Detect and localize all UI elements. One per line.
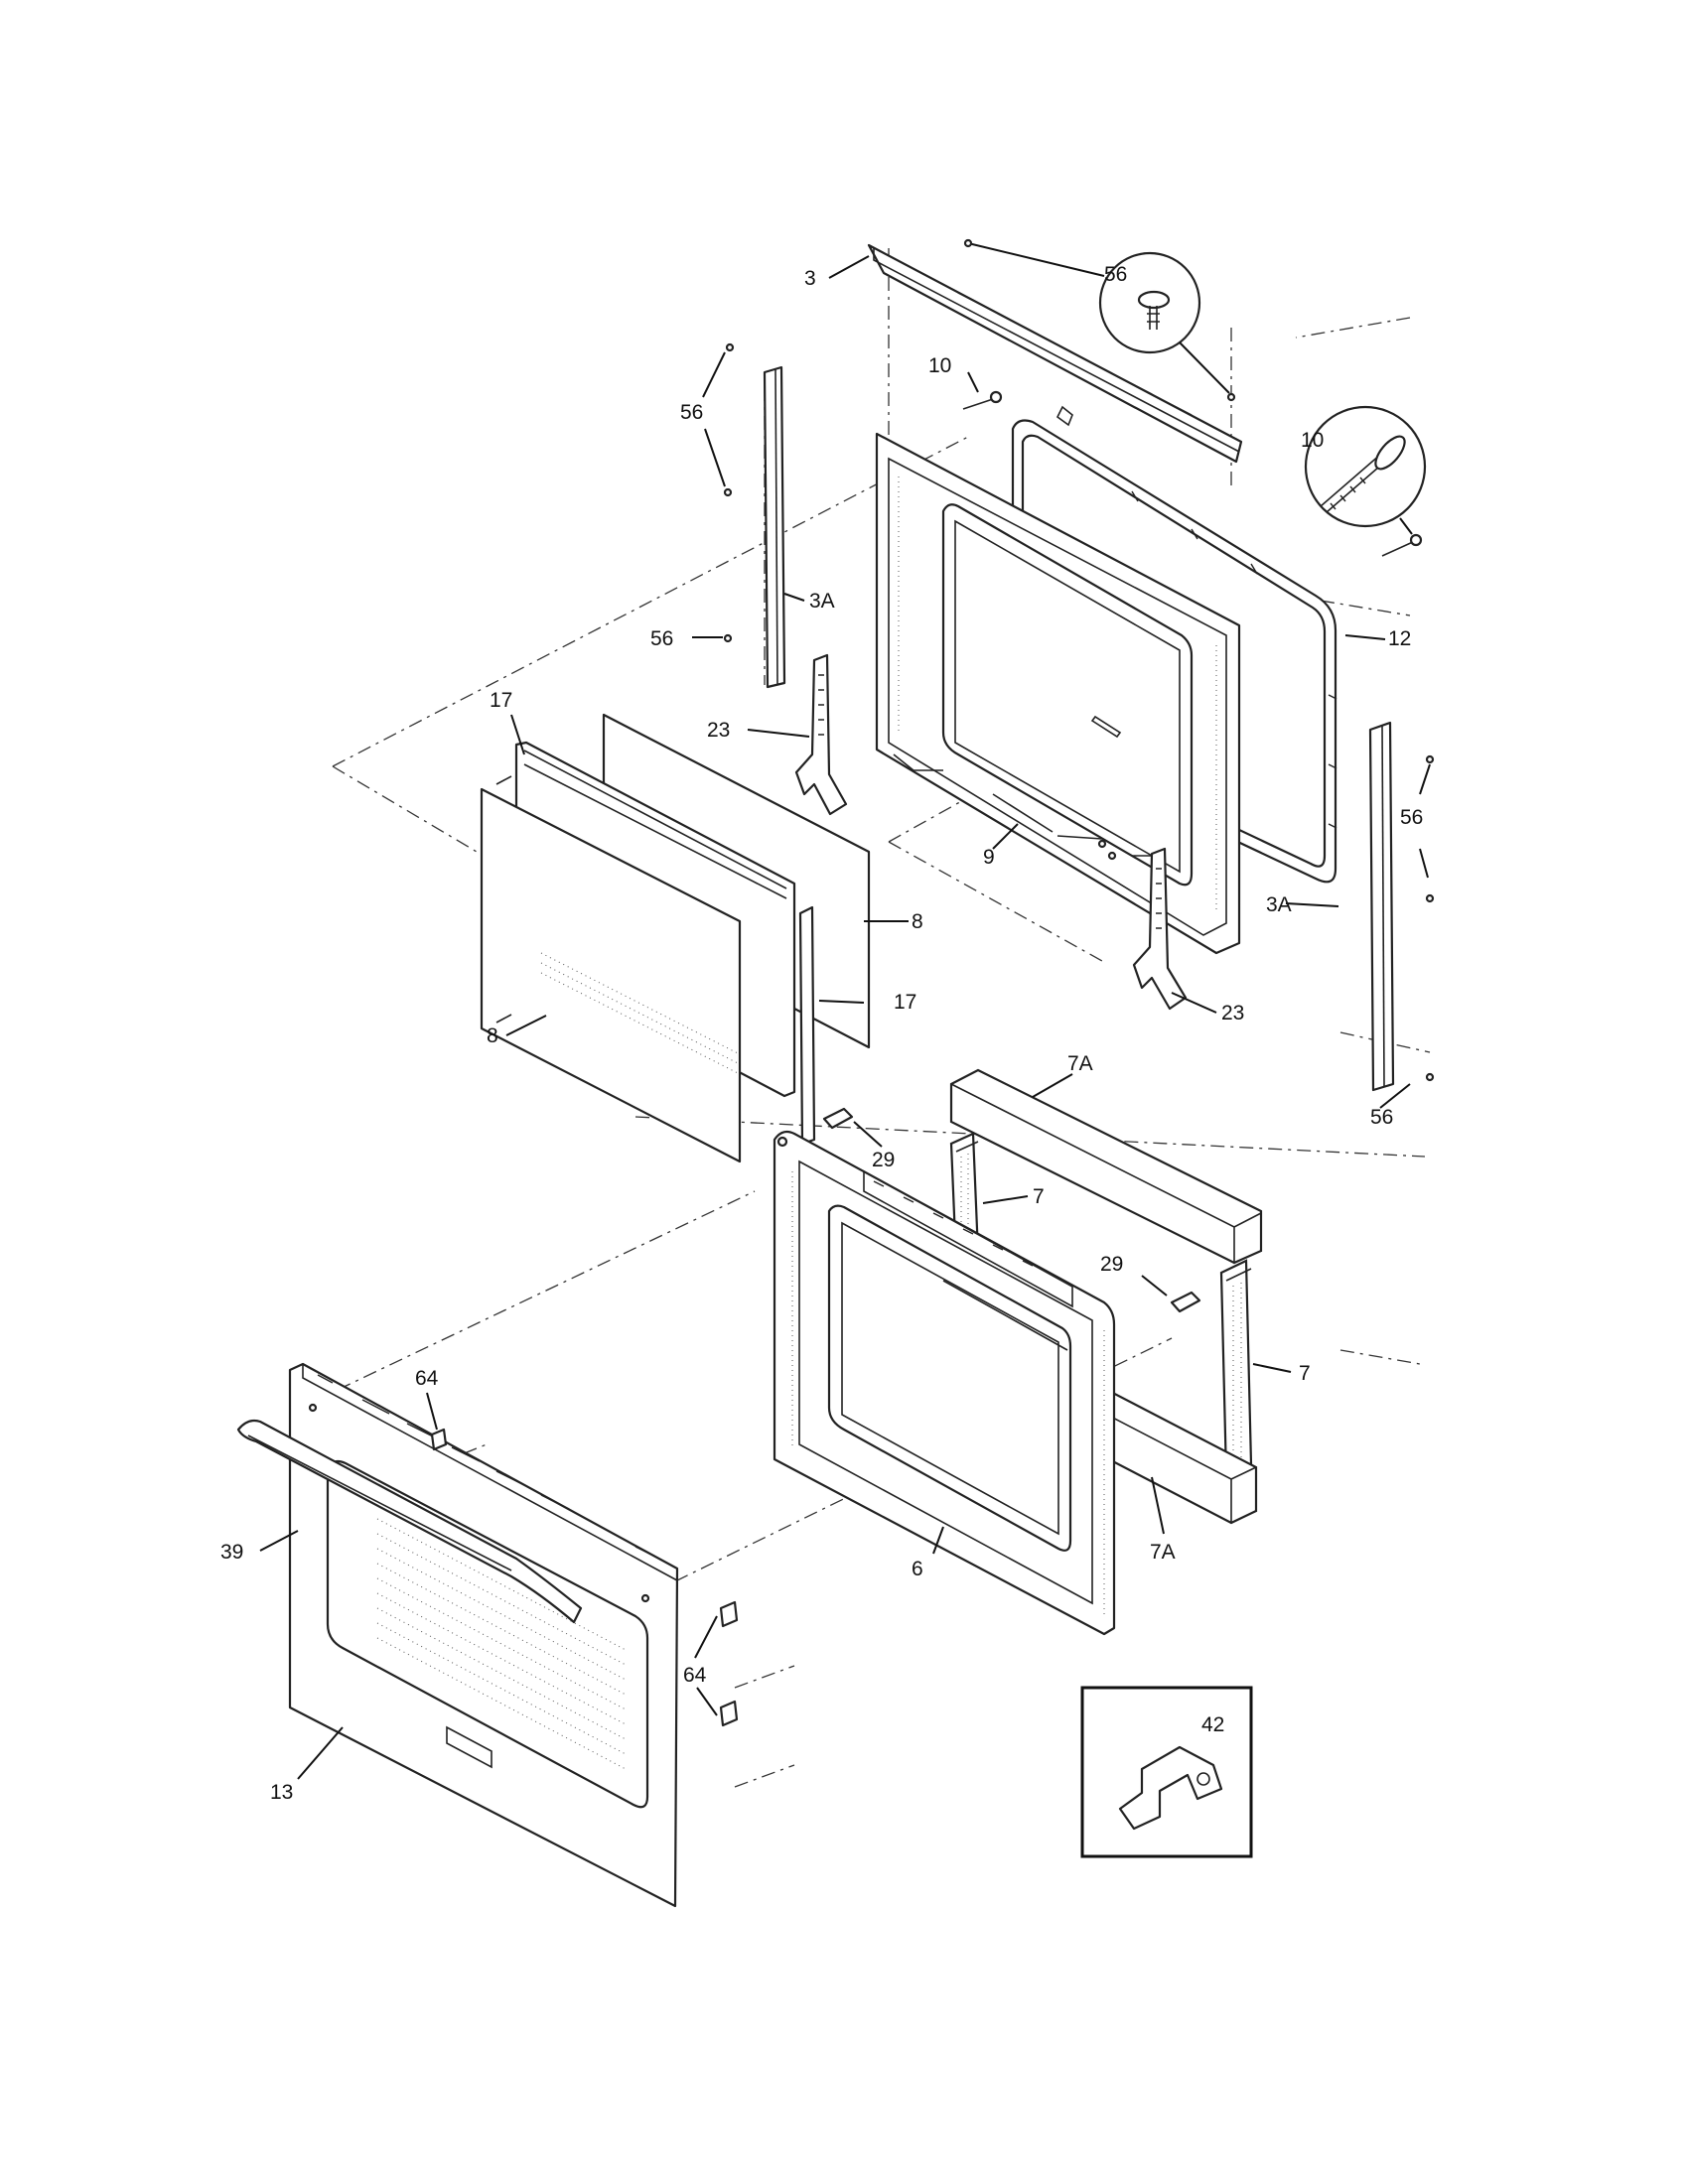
callout-23-right: 23: [1221, 1002, 1244, 1024]
callout-29-top: 29: [872, 1149, 895, 1171]
leader-lines: [259, 255, 1431, 1780]
callout-3a-left: 3A: [809, 590, 835, 613]
callout-56-right: 56: [1400, 806, 1423, 829]
callout-56-left-mid: 56: [650, 627, 673, 650]
callout-17-top: 17: [490, 689, 512, 712]
callout-7-top: 7: [1033, 1185, 1045, 1208]
part-side-trim-left: [723, 342, 786, 689]
part-insulation-top: [949, 1068, 1263, 1265]
callout-10-detail: 10: [1301, 429, 1324, 452]
callout-39: 39: [220, 1541, 243, 1564]
part-inner-door-liner: [875, 405, 1241, 955]
callout-56-detail: 56: [1104, 263, 1127, 286]
part-glass-panels: [480, 713, 871, 1163]
callout-8-left: 8: [487, 1024, 498, 1047]
callout-3a-right: 3A: [1266, 893, 1292, 916]
callout-17-mid: 17: [894, 991, 916, 1014]
callout-6: 6: [912, 1558, 923, 1580]
part-pin-29-left: [822, 1107, 854, 1130]
part-pin-top: [962, 371, 1003, 410]
part-hinge-right: [1132, 847, 1188, 1011]
callout-64-right: 64: [683, 1664, 707, 1687]
callout-56-left-top: 56: [680, 401, 703, 424]
detail-circle-pin: [1304, 405, 1427, 557]
callout-23-left: 23: [707, 719, 730, 742]
callout-29-right: 29: [1100, 1253, 1123, 1276]
callout-8-right: 8: [912, 910, 923, 933]
part-side-trim-right: [1368, 721, 1435, 1092]
detail-circle-screw: [963, 238, 1236, 402]
callout-labels: 3 56 10 56 10 3A 56 12 17 23 56 9 3A 8 1…: [220, 263, 1423, 1804]
callout-10-top: 10: [928, 354, 951, 377]
callout-3: 3: [804, 267, 816, 290]
callout-7a-bottom: 7A: [1150, 1541, 1176, 1564]
callout-7-right: 7: [1299, 1362, 1311, 1385]
part-door-inner-panel: [773, 1130, 1116, 1636]
callout-7a-top: 7A: [1067, 1052, 1093, 1075]
callout-56-bottom: 56: [1370, 1106, 1393, 1129]
part-hinge-left: [794, 653, 848, 816]
part-top-vent-trim: [867, 243, 1243, 464]
part-insulation-right: [1219, 1259, 1253, 1478]
part-door-handle: [236, 1419, 583, 1624]
callout-9: 9: [983, 846, 995, 869]
callout-42: 42: [1201, 1713, 1224, 1736]
callout-64-top: 64: [415, 1367, 439, 1390]
callout-13: 13: [270, 1781, 293, 1804]
callout-12: 12: [1388, 627, 1411, 650]
inset-box-bracket: [1080, 1686, 1253, 1858]
part-spacers-64: [430, 1428, 739, 1727]
part-pin-29-right: [1170, 1291, 1201, 1313]
